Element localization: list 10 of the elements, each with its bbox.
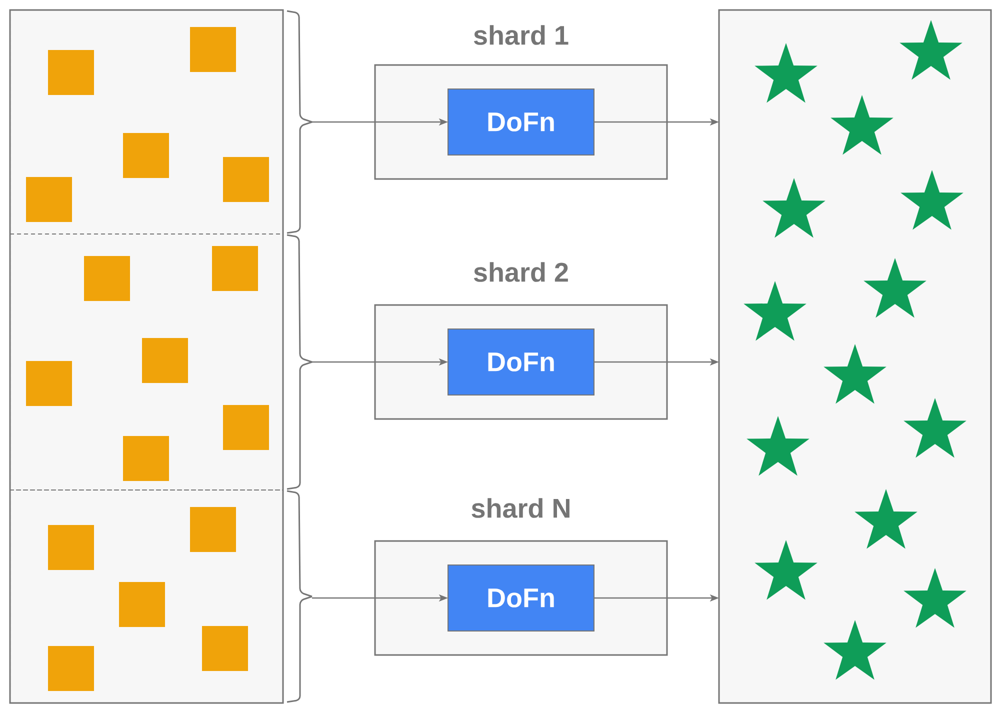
segment [10, 490, 284, 704]
collection-box [718, 9, 992, 704]
process-box: DoFn [448, 88, 594, 156]
shard-title: shard N [472, 498, 570, 518]
process-box: DoFn [448, 564, 594, 632]
shard-title: shard 1 [474, 25, 568, 45]
segment [10, 234, 284, 490]
process-box: DoFn [448, 328, 594, 396]
segment [10, 10, 284, 234]
shard-title: shard 2 [474, 262, 568, 282]
